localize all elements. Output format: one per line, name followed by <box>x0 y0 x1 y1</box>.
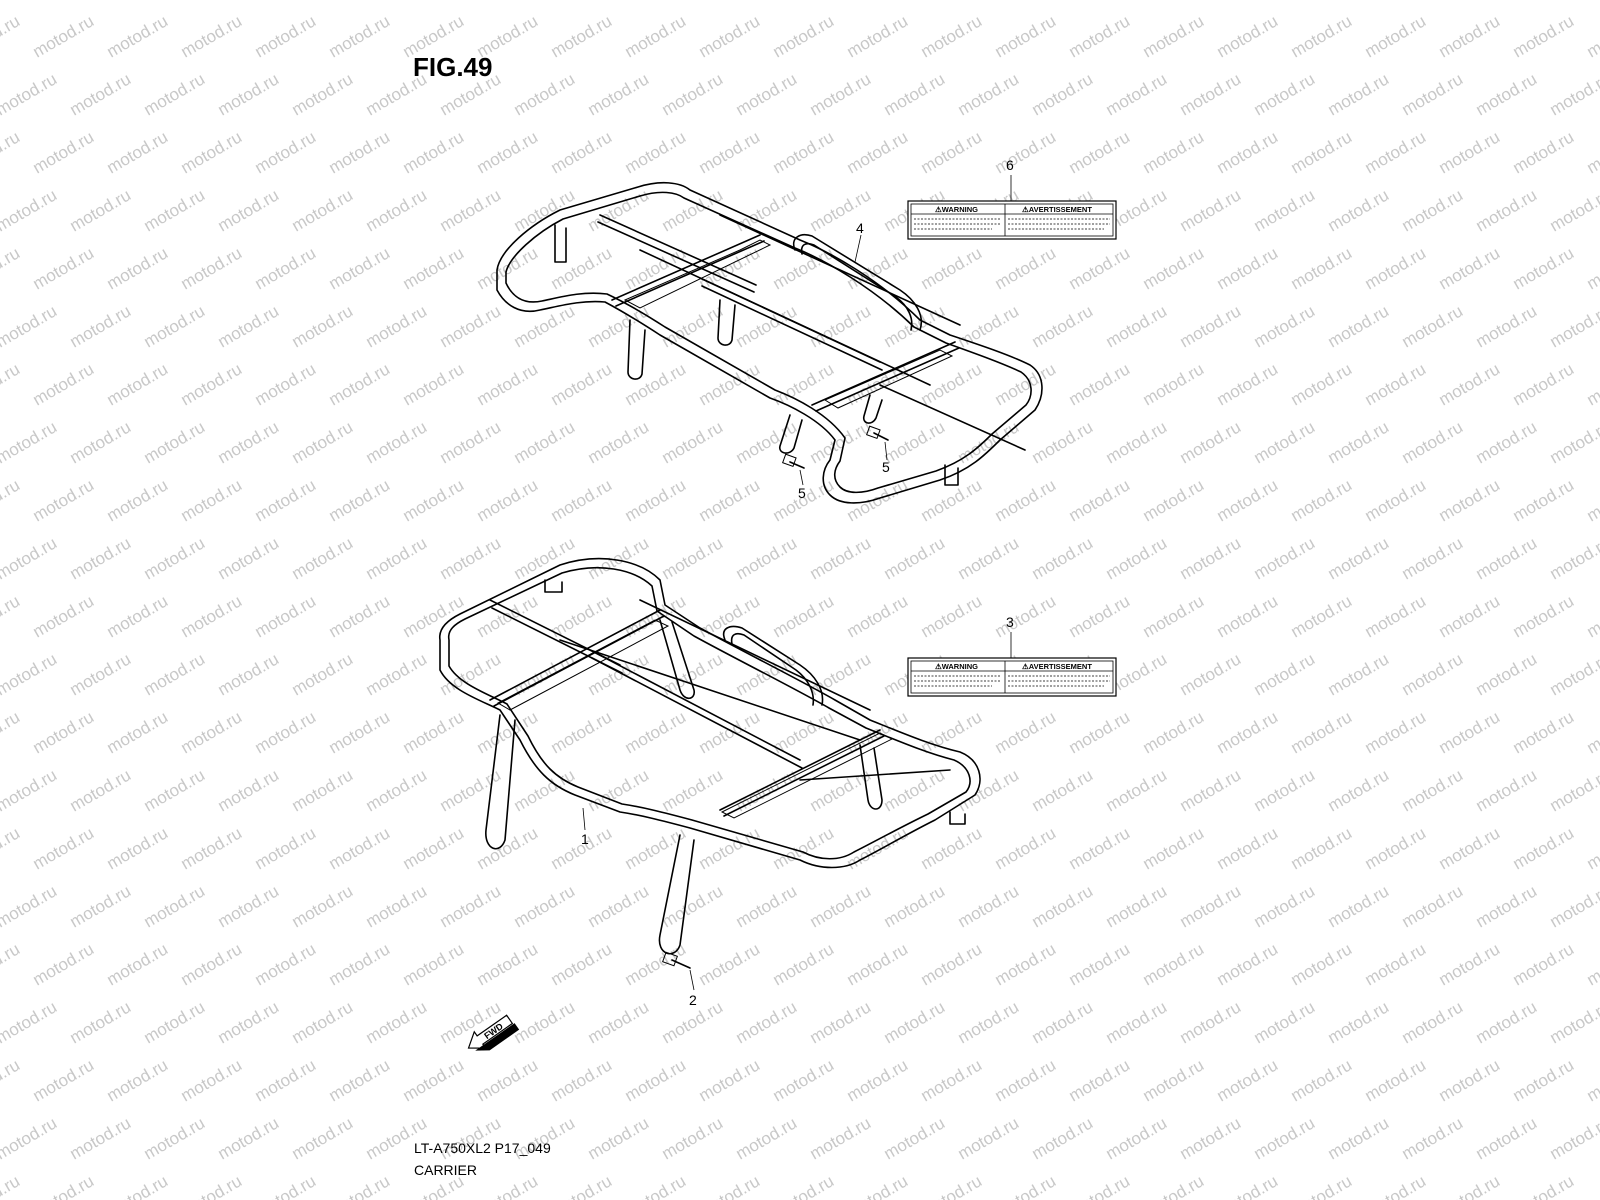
warning-label-6: ⚠WARNING ⚠AVERTISSEMENT <box>907 200 1117 240</box>
callout-6: 6 <box>1006 157 1014 173</box>
rear-carrier <box>496 181 1043 504</box>
callout-5-left: 5 <box>798 485 806 501</box>
bolt-rear-left <box>782 453 805 469</box>
callout-2: 2 <box>689 992 697 1008</box>
callout-4: 4 <box>856 220 864 236</box>
model-page-code: LT-A750XL2 P17_049 <box>414 1140 551 1156</box>
label-6-warning-text: ⚠WARNING <box>935 205 978 214</box>
warning-label-3: ⚠WARNING ⚠AVERTISSEMENT <box>907 657 1117 697</box>
label-6-avertissement-text: ⚠AVERTISSEMENT <box>1022 205 1092 214</box>
figure-title: FIG.49 <box>413 52 493 82</box>
callout-3: 3 <box>1006 614 1014 630</box>
label-3-warning-text: ⚠WARNING <box>935 662 978 671</box>
bolt-front <box>662 951 691 969</box>
section-name: CARRIER <box>414 1162 478 1178</box>
label-3-avertissement-text: ⚠AVERTISSEMENT <box>1022 662 1092 671</box>
bolt-rear-right <box>866 425 889 441</box>
callout-1: 1 <box>581 831 589 847</box>
callout-leaders <box>582 175 1012 991</box>
front-carrier <box>438 557 981 955</box>
forward-direction-arrow: FWD <box>467 1014 520 1051</box>
callout-5-right: 5 <box>882 459 890 475</box>
